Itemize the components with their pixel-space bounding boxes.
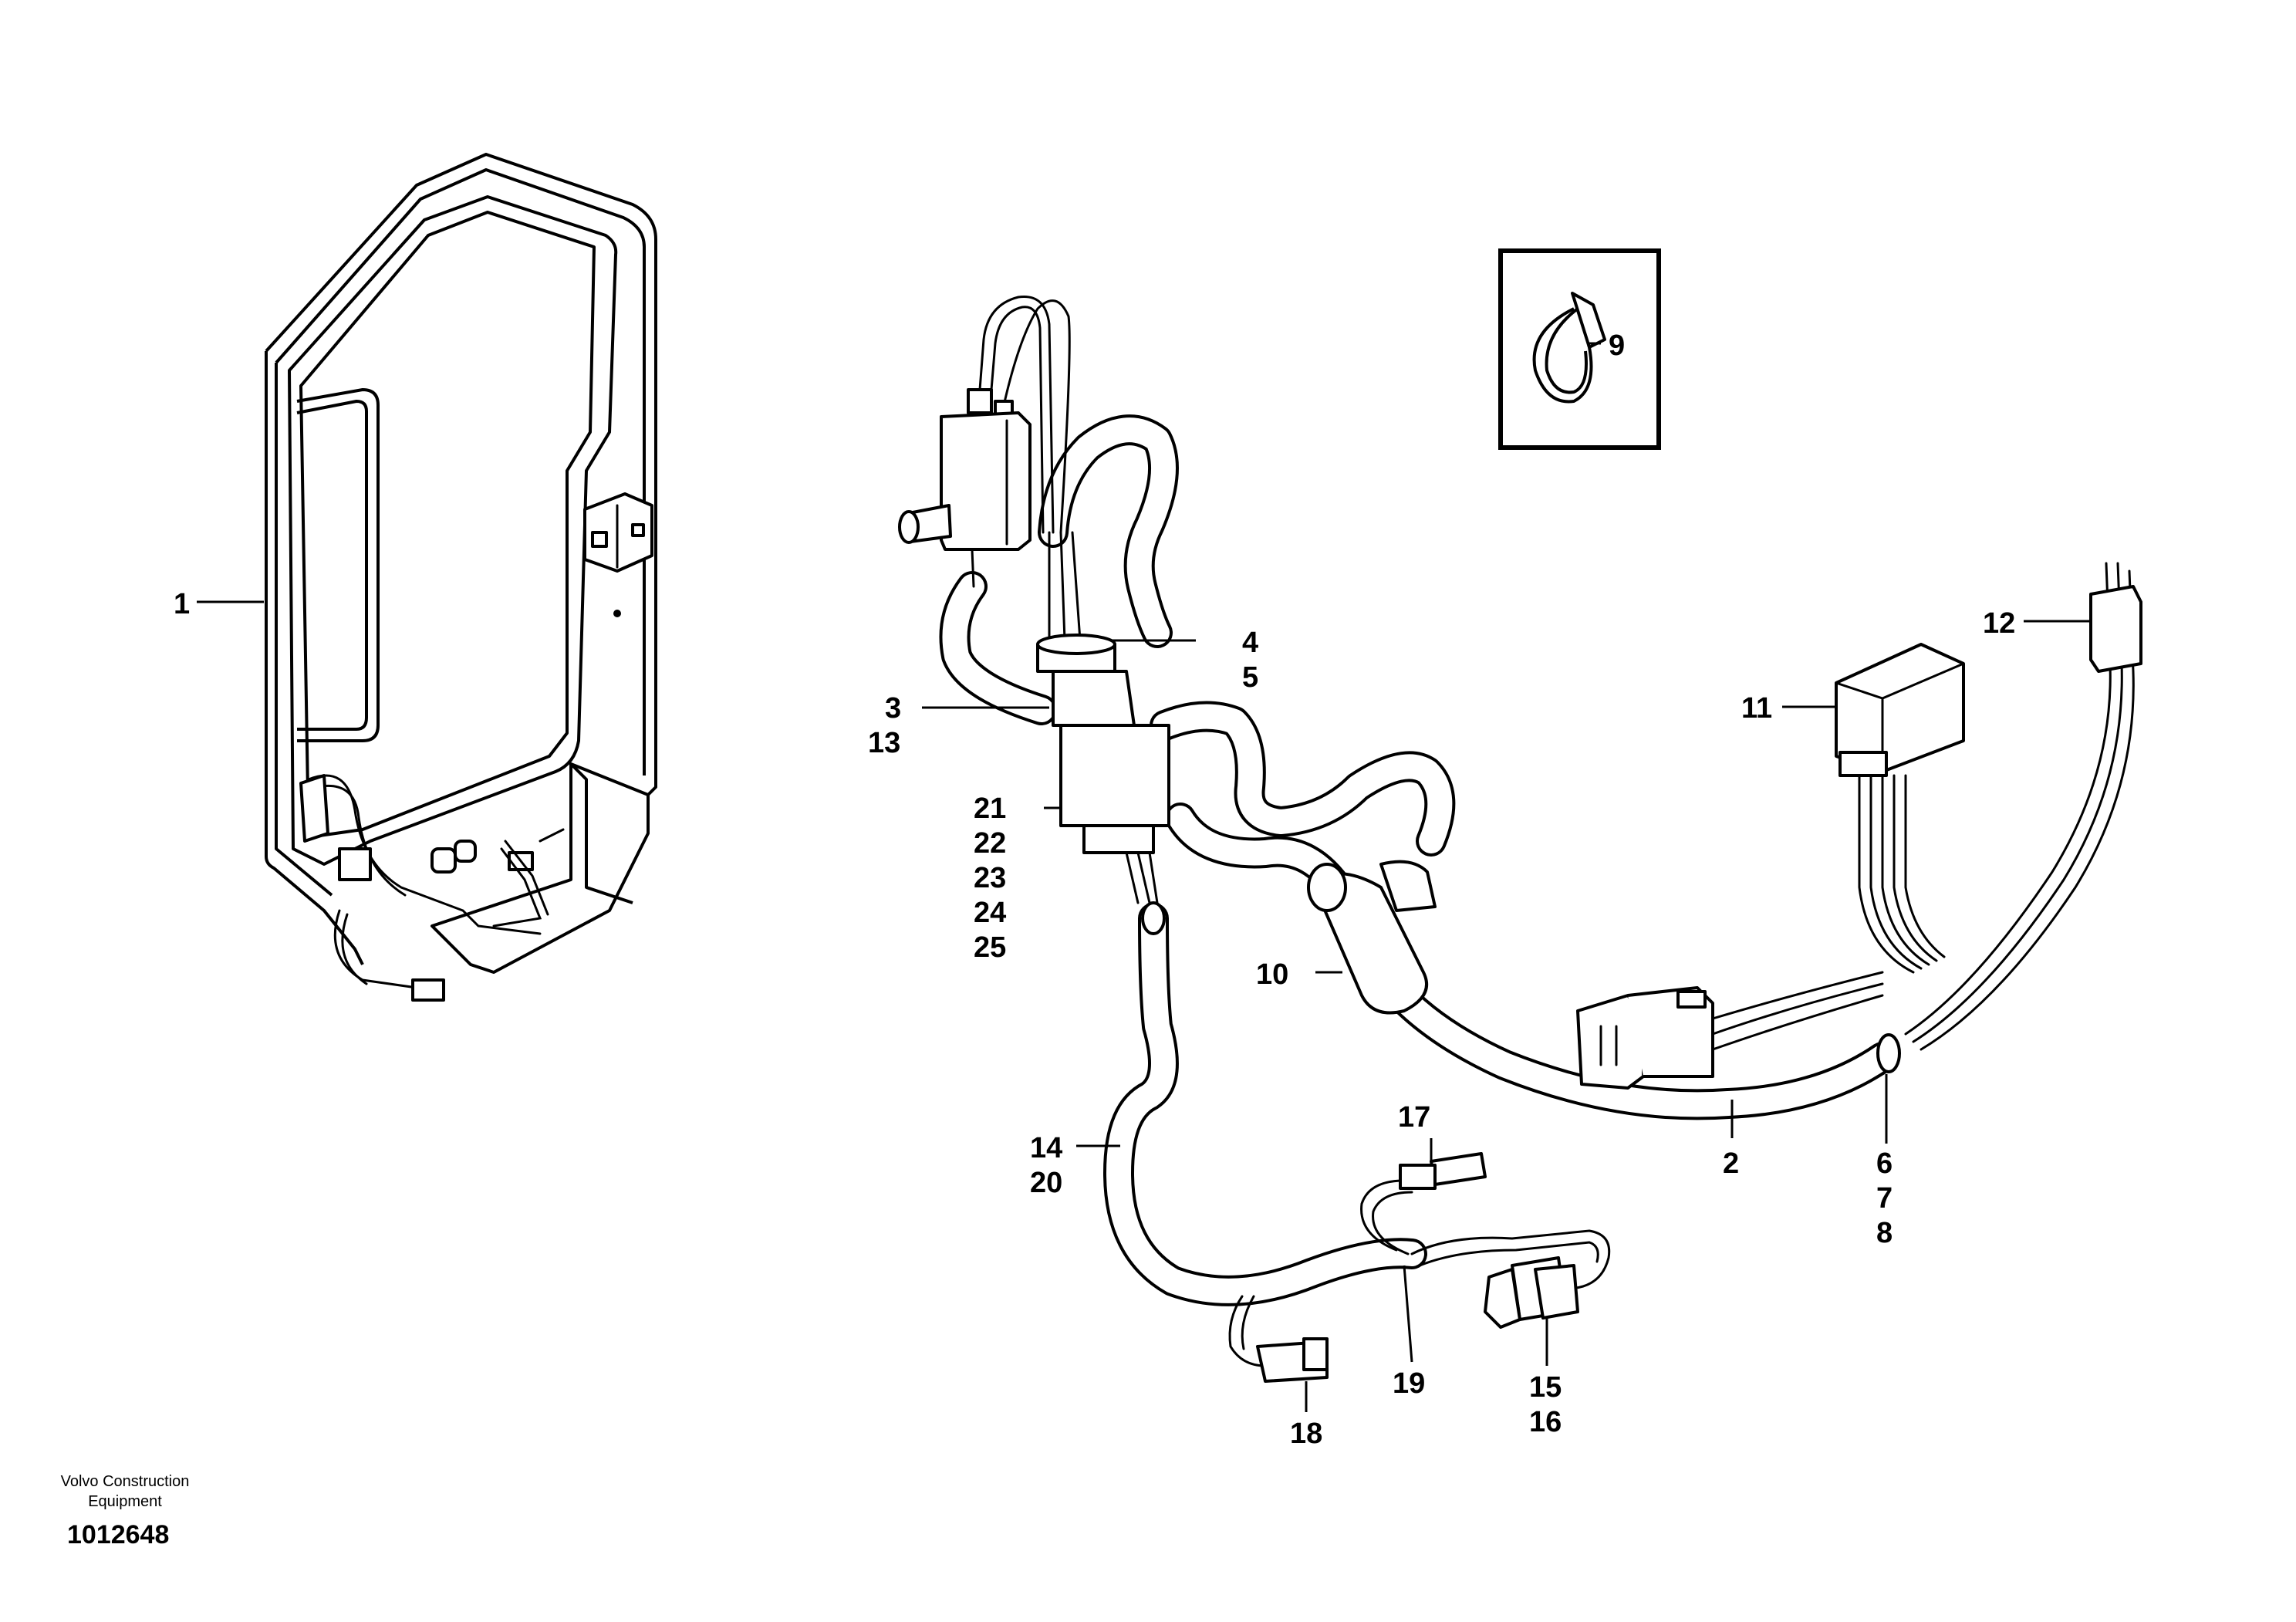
cable-tie-inset (1498, 248, 1661, 450)
callout-19: 19 (1393, 1367, 1425, 1400)
company-name-line2: Equipment (88, 1493, 162, 1510)
callout-6: 6 (1876, 1147, 1893, 1180)
small-relay (1904, 562, 2142, 1051)
callout-9: 9 (1609, 329, 1625, 362)
door-frame (265, 153, 657, 1002)
callout-13: 13 (868, 727, 900, 759)
callout-25: 25 (974, 931, 1006, 964)
grommet-assembly (1036, 531, 1170, 935)
callout-16: 16 (1529, 1406, 1562, 1438)
drawing-number: 1012648 (67, 1520, 169, 1549)
relay (1835, 643, 1965, 974)
company-name-line1: Volvo Construction (61, 1473, 190, 1490)
callout-1: 1 (174, 588, 190, 620)
callout-23: 23 (974, 862, 1006, 894)
trunk-end (1876, 1033, 1901, 1073)
callout-24: 24 (974, 897, 1006, 929)
callout-10: 10 (1256, 958, 1288, 991)
callout-14: 14 (1030, 1132, 1062, 1164)
callout-4: 4 (1242, 627, 1258, 659)
callout-7: 7 (1876, 1182, 1893, 1215)
callout-5: 5 (1242, 661, 1258, 694)
callout-8: 8 (1876, 1217, 1893, 1249)
rotary-switch (898, 295, 1071, 588)
callout-2: 2 (1723, 1147, 1739, 1180)
callout-3: 3 (885, 692, 901, 725)
callout-20: 20 (1030, 1167, 1062, 1199)
callout-21: 21 (974, 792, 1006, 825)
lower-connectors (1228, 1152, 1611, 1383)
multipin-connector (1576, 971, 1884, 1090)
callout-11: 11 (1741, 692, 1772, 725)
main-harness (939, 414, 1898, 1306)
callout-18: 18 (1290, 1418, 1322, 1450)
callout-12: 12 (1983, 607, 2015, 640)
callout-15: 15 (1529, 1371, 1562, 1404)
sleeve (1307, 860, 1437, 1015)
footer: Volvo Construction Equipment 1012648 (61, 1473, 190, 1549)
leader-lines (197, 342, 2089, 1412)
callouts: 1 2 3 13 4 5 6 7 8 9 10 11 12 14 20 15 1… (174, 329, 2015, 1450)
callout-22: 22 (974, 827, 1006, 860)
callout-17: 17 (1398, 1101, 1430, 1134)
